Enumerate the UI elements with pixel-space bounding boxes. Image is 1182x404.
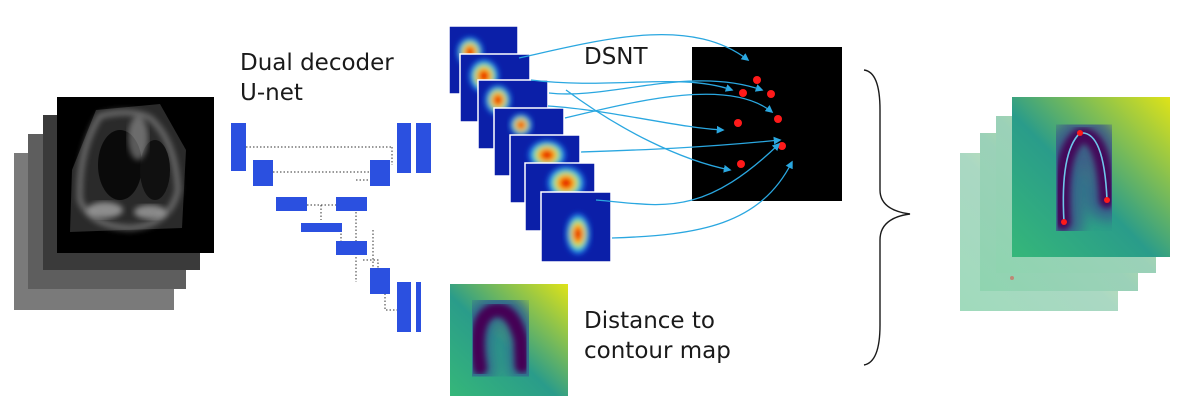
landmark-point <box>734 119 742 127</box>
unet-block-enc-3 <box>276 197 307 211</box>
unet-block-dec-b1 <box>336 241 367 255</box>
unet-block-dec-b4 <box>416 282 421 332</box>
distance-map <box>450 284 568 396</box>
unet-block-dec-a2 <box>370 160 390 186</box>
heatmap-stack <box>448 25 612 263</box>
contour-landmark <box>1061 219 1067 225</box>
unet-block-enc-1 <box>231 123 246 171</box>
unet-decoder-blocks <box>336 123 431 332</box>
unet-block-dec-b3 <box>397 282 411 332</box>
input-frame-1 <box>57 97 214 253</box>
unet-label: Dual decoder U-net <box>240 48 394 108</box>
landmark-point <box>753 76 761 84</box>
dsnt-landmark-map <box>692 47 842 201</box>
input-frame-stack <box>14 97 214 310</box>
output-frame-1 <box>1012 97 1170 257</box>
contour-landmark-faded <box>1010 276 1014 280</box>
unet-block-dec-a3 <box>397 123 411 173</box>
distance-label-line2: contour map <box>584 338 731 364</box>
dsnt-label: DSNT <box>584 44 648 70</box>
output-frame-stack <box>960 97 1170 311</box>
unet-block-bottleneck <box>301 223 342 232</box>
landmark-point <box>774 115 782 123</box>
heatmap-7 <box>540 191 612 263</box>
unet-block-dec-a1 <box>336 197 367 211</box>
distance-map-label: Distance to contour map <box>584 306 731 366</box>
dsnt-arrows <box>518 34 793 239</box>
unet-block-dec-a4 <box>416 123 431 173</box>
distance-label-line1: Distance to <box>584 308 715 334</box>
curly-brace <box>863 69 911 366</box>
landmark-point <box>767 90 775 98</box>
unet-label-line2: U-net <box>240 80 303 106</box>
contour-landmark <box>1077 130 1083 136</box>
unet-encoder-blocks <box>231 123 342 232</box>
landmark-point <box>778 142 786 150</box>
landmark-point <box>737 160 745 168</box>
unet-label-line1: Dual decoder <box>240 50 394 76</box>
landmark-point <box>739 89 747 97</box>
contour-landmark <box>1104 197 1110 203</box>
unet-block-dec-b2 <box>370 268 390 294</box>
unet-block-enc-2 <box>253 160 273 186</box>
